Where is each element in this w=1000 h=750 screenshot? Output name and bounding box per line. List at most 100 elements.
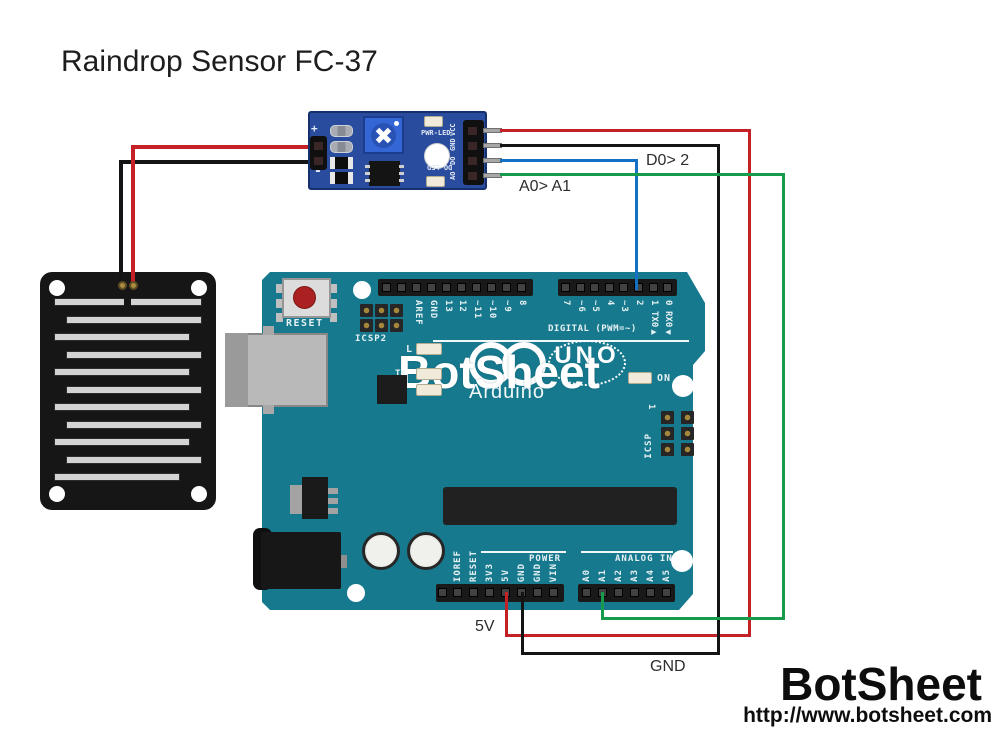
on-label: ON [657, 373, 672, 384]
wire-ao [782, 173, 785, 620]
power-header [436, 584, 564, 602]
icsp-pin [661, 427, 674, 440]
barrel-jack [261, 532, 341, 589]
icsp2-pin [375, 319, 388, 332]
pin-label-10: ~10 [487, 300, 497, 320]
header-pin [590, 283, 599, 292]
icsp2-pin [360, 304, 373, 317]
pin-label-0: 0 [663, 300, 673, 307]
pin-label-a5: A5 [662, 569, 672, 582]
comparator-ic [369, 161, 400, 186]
analog-separator-line [581, 551, 673, 553]
atmega-chip [443, 487, 677, 525]
wire-sensor-black [119, 160, 123, 286]
reset-button-tab [276, 299, 283, 308]
mount-hole [353, 281, 371, 299]
wire-vcc [748, 129, 751, 637]
pin-label-a3: A3 [630, 569, 640, 582]
sensor-pad [129, 281, 138, 290]
header-pin [634, 283, 643, 292]
icsp-pin1-label: 1 [646, 404, 656, 411]
botsheet-logo: BotSheet [780, 658, 982, 710]
analog-header [578, 584, 675, 602]
pin-label-8: 8 [517, 300, 527, 307]
ic-pin [399, 165, 404, 168]
pin-label-a4: A4 [646, 569, 656, 582]
icsp2-pin [390, 319, 403, 332]
sensor-trace [66, 456, 202, 464]
header-pin [412, 283, 421, 292]
header-pin [427, 283, 436, 292]
pin-label-12: 12 [457, 300, 467, 313]
header-pin [397, 283, 406, 292]
botsheet-url: http://www.botsheet.com [743, 704, 992, 727]
pin-label-13: 13 [443, 300, 453, 313]
module-output-pin [468, 127, 477, 135]
power-group-label: POWER [529, 554, 562, 564]
led-l-label: L [406, 344, 413, 355]
mount-hole [672, 375, 694, 397]
sensor-pad [118, 281, 127, 290]
sensor-trace [66, 386, 202, 394]
usb-tab [263, 405, 274, 414]
pin-label-3v3: 3V3 [485, 562, 495, 582]
wire-sensor-red [131, 145, 318, 149]
pin-label-reset: RESET [469, 549, 479, 582]
digital-separator-line [433, 340, 689, 342]
wire-vcc [505, 592, 508, 637]
capacitor [362, 532, 400, 570]
wire-ao [500, 173, 785, 176]
pin-label-vin: VIN [549, 562, 559, 582]
smd-resistor [330, 125, 353, 137]
smd-resistor [330, 141, 353, 153]
pin-label-a0: A0 [582, 569, 592, 582]
smd-capacitor [330, 157, 353, 169]
header-pin [533, 588, 542, 597]
module-hole [424, 143, 450, 169]
icsp-label: ICSP [644, 433, 654, 459]
module-minus-label: - [314, 164, 322, 179]
pin-label-11: ~11 [472, 300, 482, 320]
power-separator-line [481, 551, 566, 553]
voltage-regulator [302, 477, 328, 519]
plate-hole [49, 486, 65, 502]
pin-label-ioref: IOREF [453, 549, 463, 582]
sensor-trace [54, 473, 180, 481]
pin-label-gnd: GND [428, 300, 438, 320]
sensor-trace [66, 351, 202, 359]
wire-do [500, 159, 638, 162]
header-pin [472, 283, 481, 292]
tx0-label: TX0▶ [649, 311, 659, 338]
pin-label-aref: AREF [413, 300, 423, 326]
header-pin [646, 588, 655, 597]
header-pin [663, 283, 672, 292]
uno-text: UNO [554, 342, 620, 369]
do-led [426, 176, 445, 187]
header-pin [469, 588, 478, 597]
icsp2-pin [375, 304, 388, 317]
smd-capacitor [330, 172, 353, 184]
header-pin [614, 588, 623, 597]
pwr-led-label: PWR-LED [421, 129, 451, 137]
sensor-trace [54, 438, 190, 446]
pin-label-a2: A2 [614, 569, 624, 582]
pwr-led [424, 116, 443, 127]
wire-gnd [521, 652, 720, 655]
header-pin [453, 588, 462, 597]
icsp-pin [681, 443, 694, 456]
ic-pin [399, 172, 404, 175]
header-pin [576, 283, 585, 292]
module-input-pin [314, 142, 323, 150]
mount-hole [671, 550, 693, 572]
barrel-jack-pin [341, 555, 347, 568]
pin-label-5: ~5 [590, 300, 600, 313]
sensor-trace [54, 368, 190, 376]
regulator-leg [328, 488, 338, 494]
icsp-pin [681, 427, 694, 440]
capacitor [407, 532, 445, 570]
wire-label-d0: D0> 2 [646, 152, 690, 169]
sensor-trace [66, 421, 202, 429]
ic-pin [365, 179, 370, 182]
header-pin [438, 588, 447, 597]
pin-label-6: ~6 [576, 300, 586, 313]
